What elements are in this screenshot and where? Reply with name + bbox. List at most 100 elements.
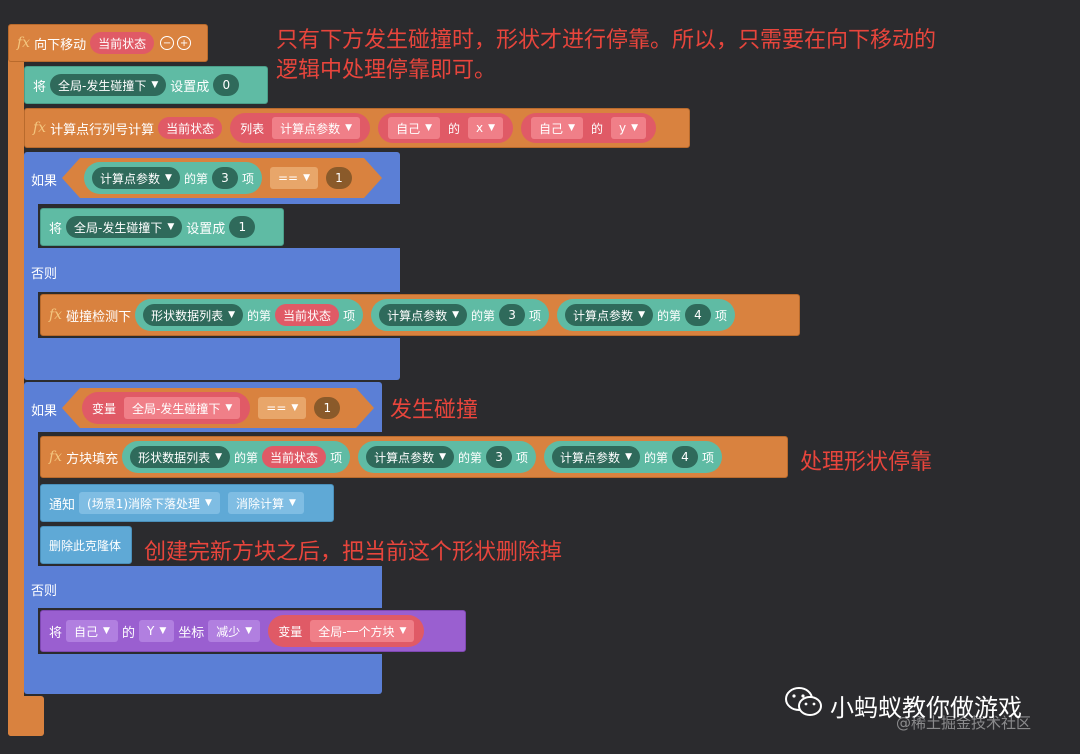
index-input[interactable]: 3 bbox=[212, 167, 238, 189]
calc-row-col-block[interactable]: fx 计算点行列号计算 当前状态 列表 计算点参数▼ 自己▼ 的 x▼ 自己▼ … bbox=[24, 108, 690, 148]
chevron-down-icon: ▼ bbox=[625, 452, 632, 462]
list-var-dropdown[interactable]: 计算点参数▼ bbox=[272, 117, 361, 139]
prop-x-dropdown[interactable]: x▼ bbox=[468, 117, 504, 139]
list-item-block[interactable]: 形状数据列表▼ 的第 当前状态 项 bbox=[122, 441, 351, 473]
block-fill-block[interactable]: fx 方块填充 形状数据列表▼ 的第 当前状态 项 计算点参数▼ 的第 3 项 … bbox=[40, 436, 788, 478]
chevron-down-icon: ▼ bbox=[215, 452, 223, 462]
remove-param-icon[interactable]: − bbox=[160, 36, 175, 50]
set-mid: 设置成 bbox=[170, 79, 210, 95]
wechat-icon bbox=[784, 686, 824, 718]
compare-value[interactable]: 1 bbox=[326, 167, 352, 189]
if-block-1-notch bbox=[24, 198, 38, 250]
list-dropdown[interactable]: 计算点参数▼ bbox=[379, 304, 468, 326]
calc-name: 计算点行列号计算 bbox=[50, 122, 155, 138]
self-dropdown[interactable]: 自己▼ bbox=[66, 620, 118, 642]
list-item-block[interactable]: 计算点参数▼ 的第 3 项 bbox=[84, 162, 262, 194]
operator-dropdown[interactable]: ==▼ bbox=[258, 397, 306, 419]
set-prefix: 将 bbox=[33, 79, 47, 95]
list-dropdown[interactable]: 形状数据列表▼ bbox=[143, 304, 244, 326]
index-input[interactable]: 4 bbox=[685, 304, 711, 326]
annotation-3: 处理形状停靠 bbox=[800, 450, 933, 475]
state-ref[interactable]: 当前状态 bbox=[262, 446, 327, 468]
variable-dropdown[interactable]: 全局-发生碰撞下▼ bbox=[66, 216, 183, 238]
function-header[interactable]: fx 向下移动 当前状态 − + bbox=[8, 24, 208, 62]
action-dropdown[interactable]: 减少▼ bbox=[208, 620, 261, 642]
chevron-down-icon: ▼ bbox=[245, 626, 253, 636]
list-item-block[interactable]: 计算点参数▼ 的第 4 项 bbox=[544, 441, 723, 473]
self-y-block[interactable]: 自己▼ 的 y▼ bbox=[521, 113, 657, 143]
notify-target-dropdown[interactable]: (场景1)消除下落处理▼ bbox=[79, 492, 220, 514]
if-label-1: 如果 bbox=[31, 174, 58, 189]
index-input[interactable]: 3 bbox=[486, 446, 513, 468]
list-item-block[interactable]: 计算点参数▼ 的第 3 项 bbox=[371, 299, 550, 331]
chevron-down-icon: ▼ bbox=[228, 310, 236, 320]
list-item-block[interactable]: 计算点参数▼ 的第 3 项 bbox=[358, 441, 537, 473]
list-dropdown[interactable]: 计算点参数▼ bbox=[366, 446, 455, 468]
function-param[interactable]: 当前状态 bbox=[90, 32, 155, 54]
move-block[interactable]: 将 自己▼ 的 Y▼ 坐标 减少▼ 变量 全局-一个方块▼ bbox=[40, 610, 466, 652]
chevron-down-icon: ▼ bbox=[291, 403, 299, 413]
list-item-block[interactable]: 形状数据列表▼ 的第 当前状态 项 bbox=[135, 299, 364, 331]
collision-check-block[interactable]: fx 碰撞检测下 形状数据列表▼ 的第 当前状态 项 计算点参数▼ 的第 3 项… bbox=[40, 294, 800, 336]
prop-y-dropdown[interactable]: y▼ bbox=[611, 117, 647, 139]
index-input[interactable]: 3 bbox=[499, 304, 526, 326]
annotation-4: 创建完新方块之后，把当前这个形状删除掉 bbox=[144, 540, 563, 565]
fx-icon: fx bbox=[17, 35, 31, 51]
condition-1[interactable]: 计算点参数▼ 的第 3 项 ==▼ 1 bbox=[62, 158, 382, 198]
calc-arg-state[interactable]: 当前状态 bbox=[158, 117, 223, 139]
chevron-down-icon: ▼ bbox=[151, 80, 159, 90]
list-dropdown[interactable]: 形状数据列表▼ bbox=[130, 446, 231, 468]
chevron-down-icon: ▼ bbox=[205, 498, 212, 508]
fx-icon: fx bbox=[49, 307, 63, 323]
function-name: 向下移动 bbox=[34, 37, 87, 53]
chevron-down-icon: ▼ bbox=[225, 403, 233, 413]
list-dropdown[interactable]: 计算点参数▼ bbox=[565, 304, 653, 326]
fx-icon: fx bbox=[49, 449, 63, 465]
chevron-down-icon: ▼ bbox=[165, 173, 172, 183]
variable-ref-block[interactable]: 变量 全局-发生碰撞下▼ bbox=[82, 392, 250, 424]
chevron-down-icon: ▼ bbox=[399, 626, 407, 636]
self-x-block[interactable]: 自己▼ 的 x▼ bbox=[378, 113, 514, 143]
self-dropdown[interactable]: 自己▼ bbox=[388, 117, 440, 139]
chevron-down-icon: ▼ bbox=[488, 123, 496, 133]
set-variable-block[interactable]: 将 全局-发生碰撞下▼ 设置成 0 bbox=[24, 66, 268, 104]
state-ref[interactable]: 当前状态 bbox=[275, 304, 340, 326]
list-item-block[interactable]: 计算点参数▼ 的第 4 项 bbox=[557, 299, 736, 331]
annotation-1-line2: 逻辑中处理停靠即可。 bbox=[276, 58, 497, 83]
set-variable-block-2[interactable]: 将 全局-发生碰撞下▼ 设置成 1 bbox=[40, 208, 284, 246]
annotation-1-line1: 只有下方发生碰撞时，形状才进行停靠。所以，只需要在向下移动的 bbox=[276, 28, 937, 53]
self-dropdown[interactable]: 自己▼ bbox=[531, 117, 583, 139]
chevron-down-icon: ▼ bbox=[288, 498, 296, 508]
index-input[interactable]: 4 bbox=[672, 446, 698, 468]
variable-dropdown[interactable]: 全局-发生碰撞下▼ bbox=[124, 397, 240, 419]
function-footer bbox=[8, 696, 44, 736]
notify-message-dropdown[interactable]: 消除计算▼ bbox=[227, 492, 304, 514]
list-dropdown[interactable]: 计算点参数▼ bbox=[552, 446, 640, 468]
list-block[interactable]: 列表 计算点参数▼ bbox=[230, 113, 371, 143]
compare-value[interactable]: 1 bbox=[314, 397, 340, 419]
list-dropdown[interactable]: 计算点参数▼ bbox=[92, 167, 180, 189]
operator-dropdown[interactable]: ==▼ bbox=[270, 167, 318, 189]
else-label-1: 否则 bbox=[31, 267, 58, 282]
add-param-icon[interactable]: + bbox=[177, 36, 192, 50]
else-label-2: 否则 bbox=[31, 584, 58, 599]
variable-dropdown[interactable]: 全局-一个方块▼ bbox=[310, 620, 415, 642]
watermark-brand: 小蚂蚁教你做游戏 bbox=[830, 694, 1022, 722]
chevron-down-icon: ▼ bbox=[452, 310, 460, 320]
chevron-down-icon: ▼ bbox=[631, 123, 639, 133]
axis-dropdown[interactable]: Y▼ bbox=[138, 620, 175, 642]
variable-ref-block[interactable]: 变量 全局-一个方块▼ bbox=[268, 615, 425, 647]
chevron-down-icon: ▼ bbox=[425, 123, 432, 133]
fx-icon: fx bbox=[33, 120, 47, 136]
value-input[interactable]: 0 bbox=[213, 74, 240, 96]
condition-2[interactable]: 变量 全局-发生碰撞下▼ ==▼ 1 bbox=[62, 388, 374, 428]
chevron-down-icon: ▼ bbox=[568, 123, 575, 133]
chevron-down-icon: ▼ bbox=[303, 173, 310, 183]
chevron-down-icon: ▼ bbox=[167, 222, 175, 232]
chevron-down-icon: ▼ bbox=[638, 310, 645, 320]
value-input[interactable]: 1 bbox=[229, 216, 256, 238]
delete-clone-block[interactable]: 删除此克隆体 bbox=[40, 526, 132, 564]
variable-dropdown[interactable]: 全局-发生碰撞下▼ bbox=[50, 74, 167, 96]
notify-block[interactable]: 通知 (场景1)消除下落处理▼ 消除计算▼ bbox=[40, 484, 334, 522]
function-spine bbox=[8, 30, 24, 736]
